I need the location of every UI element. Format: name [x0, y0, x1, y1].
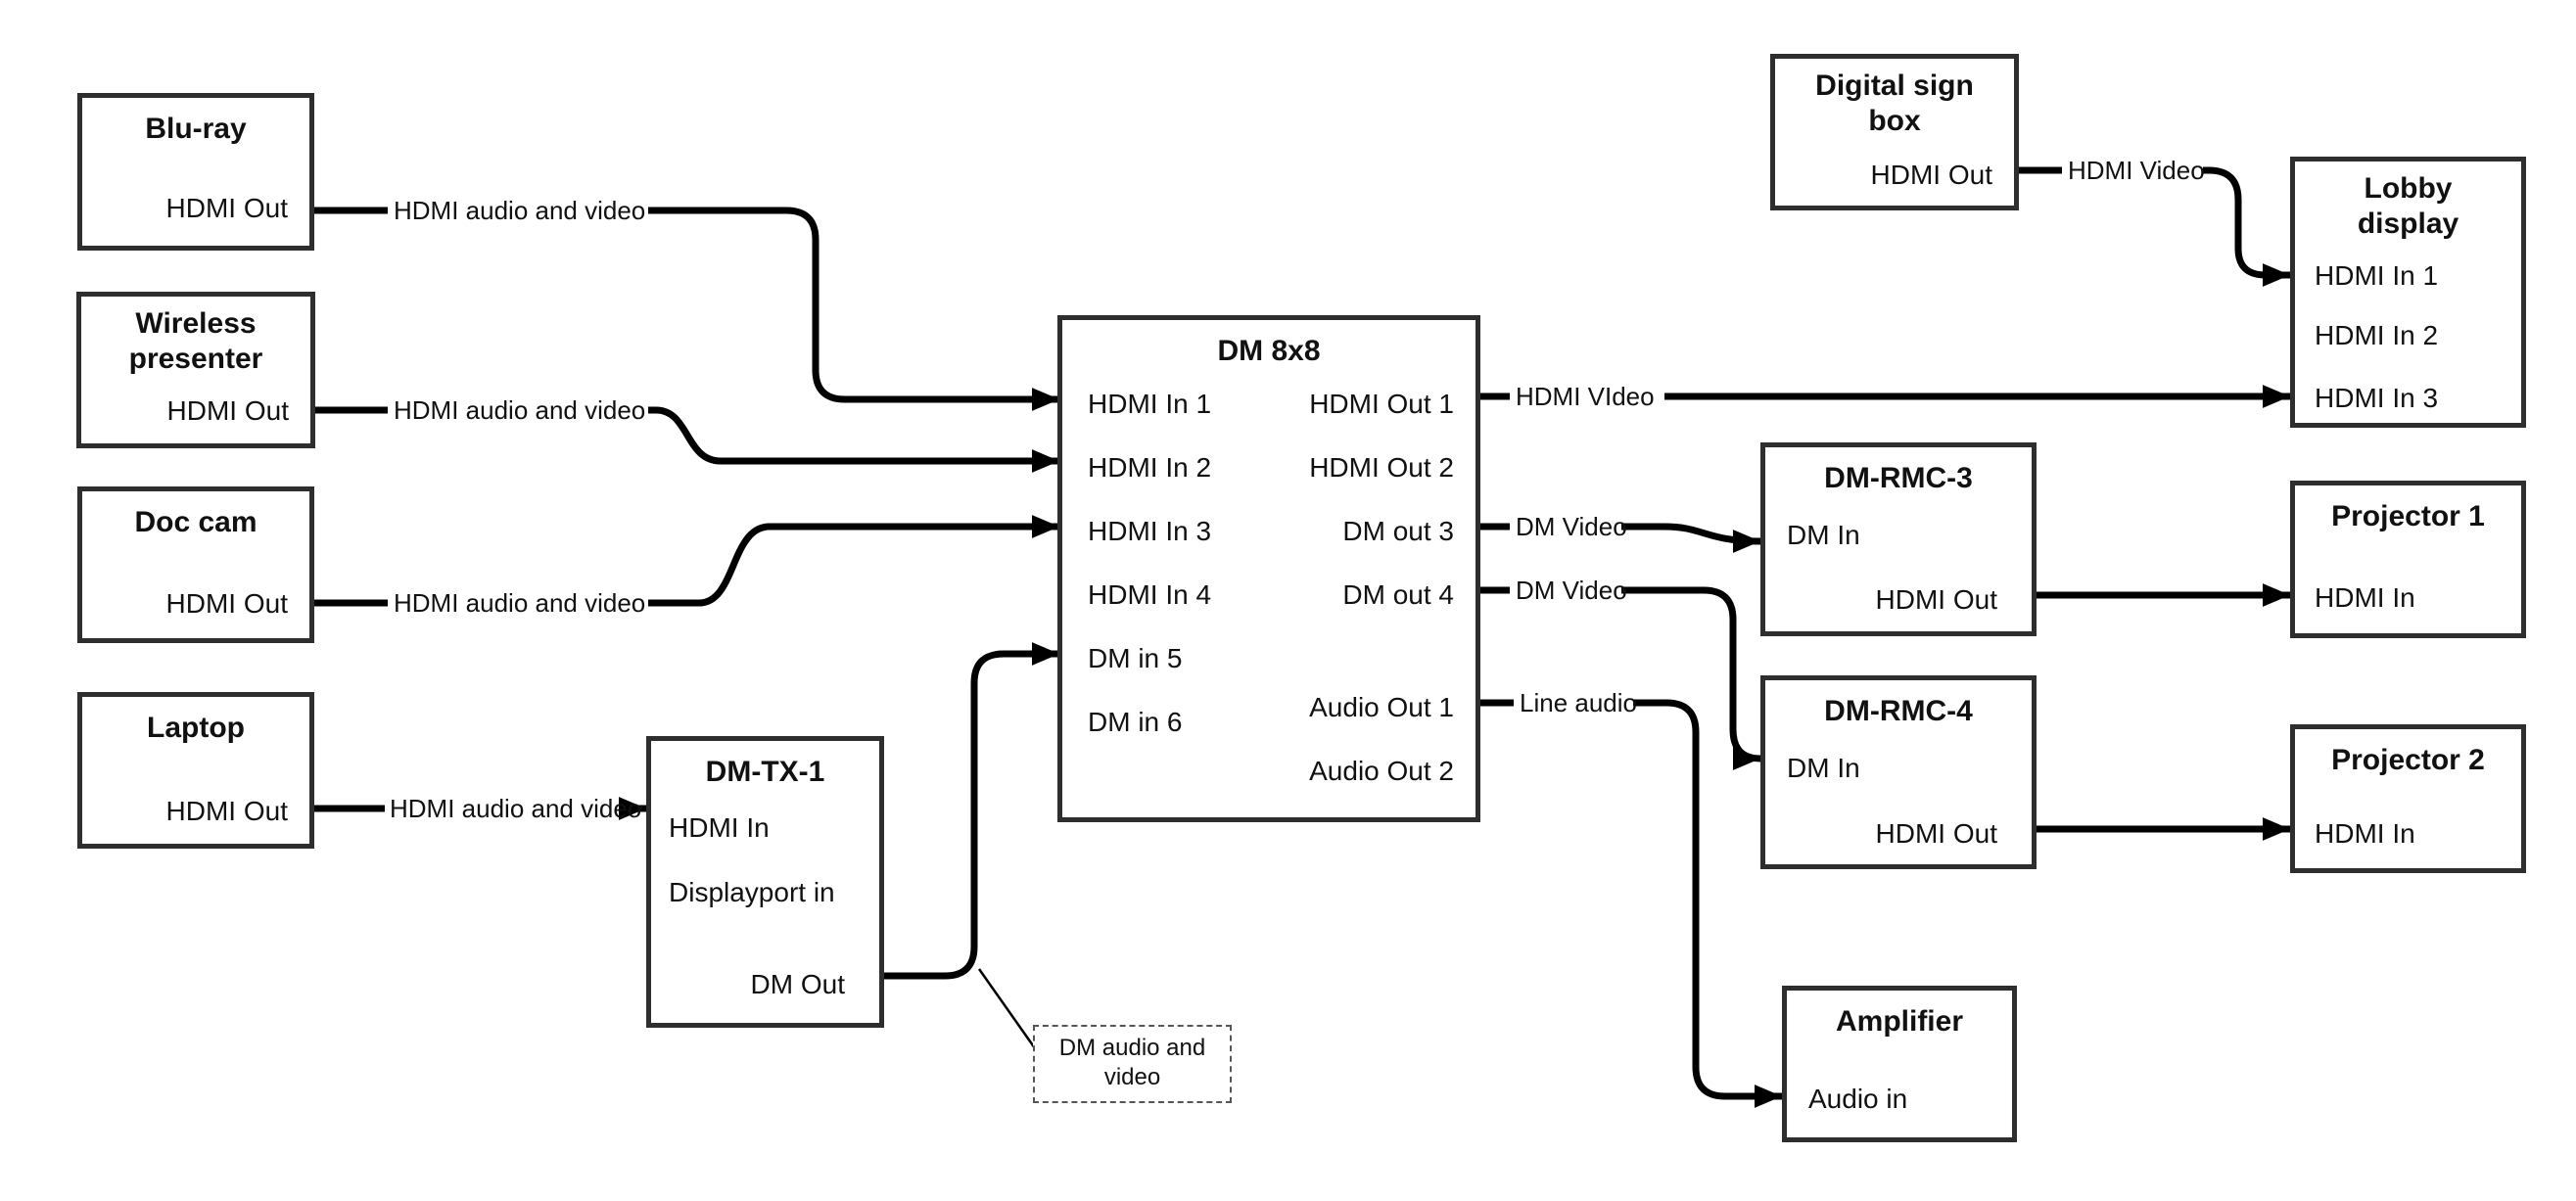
port-dmrmc4-dm-in: DM In [1787, 753, 1860, 783]
edge-label: DM Video [1516, 512, 1627, 541]
edge-dm8x8-dmout4-to-dmrmc4-dmin [1480, 586, 1760, 759]
port-dm8x8-hdmi-out-1: HDMI Out 1 [1309, 389, 1454, 419]
node-title: Projector 1 [2331, 500, 2485, 532]
port-dm8x8-hdmi-in-1: HDMI In 1 [1088, 389, 1212, 419]
edge-label: HDMI audio and video [394, 588, 645, 618]
node-title: DM-TX-1 [705, 756, 825, 788]
edge-label: HDMI audio and video [390, 794, 641, 823]
port-dmrmc3-hdmi-out: HDMI Out [1875, 584, 1997, 615]
node-wireless-presenter: Wireless presenter HDMI Out [76, 292, 315, 448]
edge-label: HDMI Video [2068, 156, 2205, 185]
annotation-note: DM audio and video [1033, 1025, 1232, 1103]
port-proj1-hdmi-in: HDMI In [2315, 582, 2415, 613]
port-lobby-hdmi-in-3: HDMI In 3 [2315, 383, 2439, 413]
edge-label: HDMI VIdeo [1516, 382, 1655, 411]
port-proj2-hdmi-in: HDMI In [2315, 818, 2415, 849]
node-title: Projector 2 [2331, 744, 2485, 776]
node-dm-rmc-3: DM-RMC-3 DM In HDMI Out [1760, 442, 2037, 636]
port-amplifier-audio-in: Audio in [1808, 1084, 1908, 1114]
port-dm8x8-audio-out-2: Audio Out 2 [1309, 756, 1454, 786]
node-dm-rmc-4: DM-RMC-4 DM In HDMI Out [1760, 675, 2037, 869]
port-lobby-hdmi-in-2: HDMI In 2 [2315, 320, 2439, 350]
edge-label: HDMI audio and video [394, 196, 645, 225]
edge-dm8x8-audioout1-to-amplifier [1480, 699, 1782, 1096]
port-dmtx1-dm-out: DM Out [750, 969, 845, 999]
port-dmtx1-hdmi-in: HDMI In [669, 812, 770, 843]
node-dm-tx-1: DM-TX-1 HDMI In Displayport in DM Out [646, 736, 884, 1028]
node-title: DM-RMC-4 [1824, 695, 1973, 727]
edge-label: Line audio [1520, 688, 1637, 717]
node-title: Digital sign box [1815, 69, 1974, 137]
edge-dmtx1-dmout-to-dm8x8-in5 [884, 642, 1059, 980]
port-bluray-hdmi-out: HDMI Out [165, 193, 288, 223]
port-laptop-hdmi-out: HDMI Out [165, 796, 288, 826]
edge-digitalsign-to-lobby-in1 [2019, 166, 2290, 275]
node-title: Amplifier [1835, 1005, 1964, 1038]
edge-label: HDMI audio and video [394, 395, 645, 425]
port-dm8x8-dm-out-3: DM out 3 [1342, 516, 1454, 546]
port-dmrmc3-dm-in: DM In [1787, 520, 1860, 550]
edge-dm8x8-dmout3-to-dmrmc3-dmin [1480, 527, 1760, 541]
port-dm8x8-dm-out-4: DM out 4 [1342, 579, 1454, 610]
note-callout-line [977, 968, 1037, 1049]
node-doc-cam: Doc cam HDMI Out [77, 486, 314, 643]
node-laptop: Laptop HDMI Out [77, 692, 314, 849]
edge-bluray-to-dm8x8-in1 [314, 207, 1059, 399]
edge-doccam-to-dm8x8-in3 [314, 527, 1059, 607]
node-title: Laptop [147, 712, 245, 744]
port-dm8x8-hdmi-in-4: HDMI In 4 [1088, 579, 1212, 610]
port-digitalsign-hdmi-out: HDMI Out [1870, 160, 1992, 190]
node-title: Wireless presenter [128, 307, 263, 375]
node-projector-1: Projector 1 HDMI In [2290, 481, 2526, 638]
node-amplifier: Amplifier Audio in [1782, 986, 2017, 1142]
port-dmrmc4-hdmi-out: HDMI Out [1875, 818, 1997, 849]
node-title: DM-RMC-3 [1824, 462, 1973, 494]
port-doccam-hdmi-out: HDMI Out [165, 588, 288, 619]
edge-wireless-to-dm8x8-in2 [314, 406, 1059, 461]
port-dm8x8-dm-in-5: DM in 5 [1088, 643, 1183, 673]
node-digital-sign-box: Digital sign box HDMI Out [1770, 54, 2019, 210]
node-lobby-display: Lobby display HDMI In 1 HDMI In 2 HDMI I… [2290, 157, 2526, 428]
node-title: Doc cam [134, 506, 258, 538]
node-title: Lobby display [2357, 172, 2459, 240]
port-lobby-hdmi-in-1: HDMI In 1 [2315, 260, 2439, 291]
port-dm8x8-hdmi-out-2: HDMI Out 2 [1309, 452, 1454, 483]
node-dm-8x8: DM 8x8 HDMI In 1 HDMI In 2 HDMI In 3 HDM… [1057, 315, 1480, 822]
port-dm8x8-dm-in-6: DM in 6 [1088, 707, 1183, 737]
port-dm8x8-audio-out-1: Audio Out 1 [1309, 692, 1454, 722]
node-projector-2: Projector 2 HDMI In [2290, 724, 2526, 873]
edge-label: DM Video [1516, 576, 1627, 605]
port-wireless-hdmi-out: HDMI Out [166, 395, 289, 426]
node-bluray: Blu-ray HDMI Out [77, 93, 314, 251]
port-dm8x8-hdmi-in-3: HDMI In 3 [1088, 516, 1212, 546]
node-title: DM 8x8 [1217, 335, 1321, 367]
node-title: Blu-ray [145, 113, 247, 145]
port-dm8x8-hdmi-in-2: HDMI In 2 [1088, 452, 1212, 483]
port-dmtx1-displayport-in: Displayport in [669, 877, 835, 907]
